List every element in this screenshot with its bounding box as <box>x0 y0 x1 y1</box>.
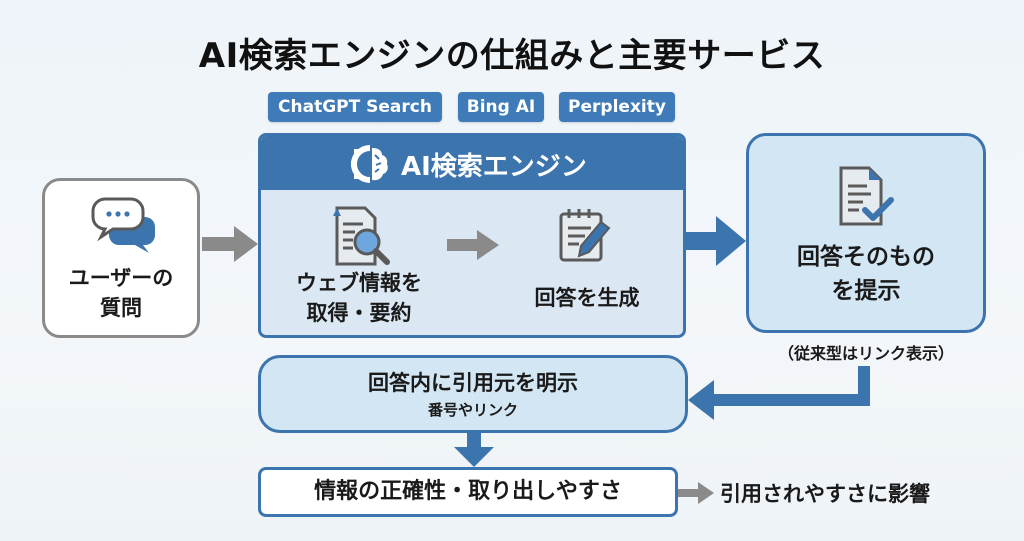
arrow-citation-to-accuracy <box>454 433 494 467</box>
arrow-user-to-engine <box>202 226 258 262</box>
answer-line2: を提示 <box>831 278 901 304</box>
arrow-accuracy-to-impact <box>678 482 714 504</box>
document-check-icon <box>839 166 894 226</box>
accuracy-box: 情報の正確性・取り出しやすさ <box>258 467 678 517</box>
traditional-note: （従来型はリンク表示） <box>777 344 954 363</box>
chat-bubbles-icon <box>91 197 155 253</box>
step-fetch-summarize: ウェブ情報を 取得・要約 <box>271 268 447 328</box>
user-question-line1: ユーザーの <box>68 266 174 290</box>
user-question-box: ユーザーの 質問 <box>42 178 200 338</box>
engine-title: AI検索エンジン <box>401 152 587 182</box>
citation-main: 回答内に引用元を明示 <box>368 371 578 395</box>
impact-text: 引用されやすさに影響 <box>720 482 930 506</box>
user-question-label: ユーザーの 質問 <box>45 263 197 323</box>
step-generate: 回答を生成 <box>534 286 640 310</box>
answer-line1: 回答そのもの <box>797 244 935 270</box>
step-fetch-line1: ウェブ情報を <box>296 271 422 295</box>
service-badge-perplexity: Perplexity <box>559 92 675 122</box>
arrow-answer-to-citation <box>688 366 870 420</box>
answer-presentation-box: 回答そのもの を提示 <box>746 133 986 333</box>
user-question-line2: 質問 <box>100 296 142 320</box>
step-fetch-line2: 取得・要約 <box>306 301 412 325</box>
gear-brain-icon <box>351 145 388 183</box>
page-title: AI検索エンジンの仕組みと主要サービス <box>198 36 826 76</box>
answer-label: 回答そのもの を提示 <box>749 240 983 308</box>
citation-sub: 番号やリンク <box>427 401 518 419</box>
arrow-fetch-to-generate <box>447 230 499 260</box>
service-badge-chatgpt: ChatGPT Search <box>268 92 442 122</box>
citation-box: 回答内に引用元を明示 番号やリンク <box>258 355 688 433</box>
arrow-engine-to-answer <box>686 216 746 266</box>
ai-search-engine-panel: AI検索エンジン ウェブ情報を 取得・要約 回答を生成 <box>258 133 686 338</box>
document-search-icon <box>333 206 390 266</box>
engine-header: AI検索エンジン <box>261 136 683 190</box>
service-badge-bing: Bing AI <box>458 92 544 122</box>
notepad-pencil-icon <box>559 209 611 262</box>
